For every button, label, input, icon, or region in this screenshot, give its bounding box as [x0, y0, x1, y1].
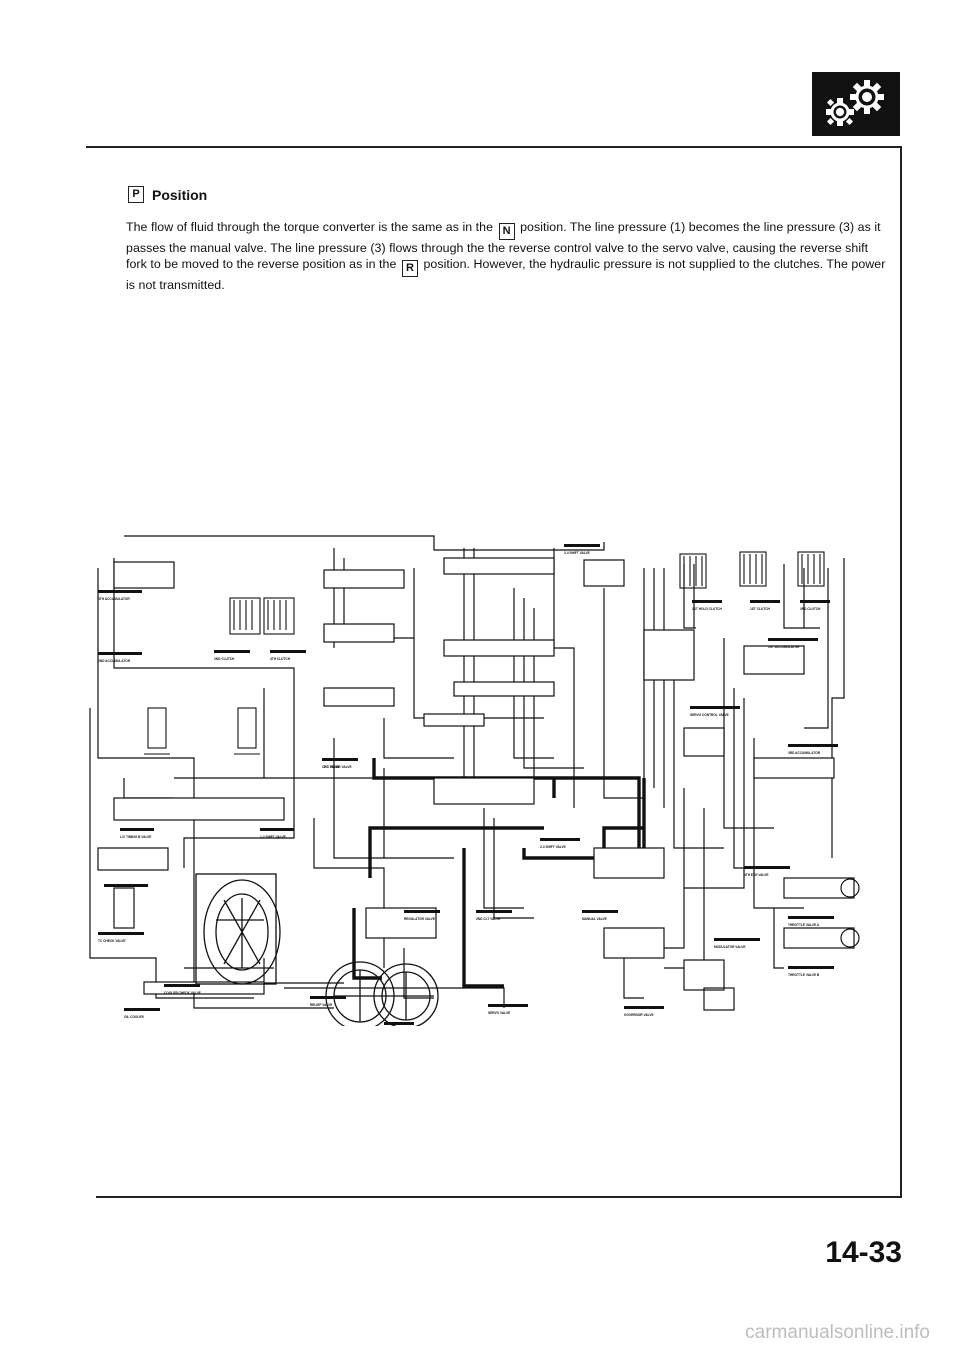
gear-position-key-n: N — [498, 223, 515, 240]
page-frame-top — [86, 146, 902, 148]
diagram-label: MODULATOR VALVE — [714, 945, 745, 949]
paragraph-text-3: position. However, the hydraulic pressur… — [126, 257, 886, 293]
diagram-label: THROTTLE VALVE B — [788, 973, 820, 977]
diagram-label: 4TH EXH VALVE — [744, 873, 769, 877]
diagram-label: 1ST CLUTCH — [750, 607, 771, 611]
diagram-label: 1ST HOLD CLUTCH — [692, 607, 722, 611]
diagram-label: SERVO CONTROL VALVE — [690, 713, 729, 717]
diagram-label: 3RD ACCUMULATOR — [788, 751, 821, 755]
gear-position-key-r: R — [401, 260, 418, 278]
diagram-label: RELIEF VALVE — [310, 1003, 332, 1007]
gear-position-key-p: P — [128, 186, 144, 203]
paragraph-text-1: The flow of fluid through the torque con… — [126, 220, 494, 234]
diagram-label: THROTTLE VALVE A — [788, 923, 820, 927]
page-frame-bottom — [96, 1196, 902, 1198]
paragraph-text-2: position. The line pressure (1) becomes … — [126, 220, 881, 272]
diagram-label: MANUAL VALVE — [582, 917, 607, 921]
diagram-label: GOVERNOR VALVE — [624, 1013, 654, 1017]
site-watermark: carmanualsonline.info — [745, 1322, 930, 1343]
diagram-label: 3RD CLUTCH — [800, 607, 821, 611]
transmission-gears-logo — [812, 72, 900, 136]
diagram-label: 2-3 TIMING VALVE — [324, 765, 352, 769]
diagram-label: TC CHECK VALVE — [98, 939, 126, 943]
diagram-label: L/C TIMING B VALVE — [120, 835, 151, 839]
hydraulic-circuit-diagram: 4TH ACCUMULATOR 2ND ACCUMULATOR 2ND CLUTCH… — [84, 528, 862, 1031]
page-frame-right — [900, 146, 902, 1198]
description-paragraph: The flow of fluid through the torque con… — [126, 219, 888, 294]
diagram-label: 2ND CLUTCH — [214, 657, 235, 661]
diagram-label: 3-4 SHIFT VALVE — [564, 551, 590, 555]
diagram-label: 1ST ACCUMULATOR — [768, 645, 800, 649]
section-heading: P Position — [126, 186, 207, 203]
section-title: Position — [152, 186, 208, 203]
diagram-label: OIL COOLER — [124, 1015, 144, 1019]
diagram-label: 2ND ACCUMULATOR — [98, 659, 131, 663]
diagram-label: 2ND CLT VALVE — [476, 917, 500, 921]
hydraulic-circuit-svg: 4TH ACCUMULATOR 2ND ACCUMULATOR 2ND CLUTCH… — [89, 535, 860, 1031]
diagram-label: 4TH CLUTCH — [270, 657, 291, 661]
diagram-label: 2-3 SHIFT VALVE — [540, 845, 566, 849]
diagram-label: SERVO VALVE — [488, 1011, 510, 1015]
page-number: 14-33 — [825, 1236, 902, 1269]
diagram-label: CPC VALVE — [322, 765, 340, 769]
diagram-label: REGULATOR VALVE — [404, 917, 435, 921]
diagram-label: COOLER CHECK VALVE — [164, 991, 201, 995]
diagram-label: 1-2 SHIFT VALVE — [260, 835, 286, 839]
diagram-label: 4TH ACCUMULATOR — [98, 597, 130, 601]
